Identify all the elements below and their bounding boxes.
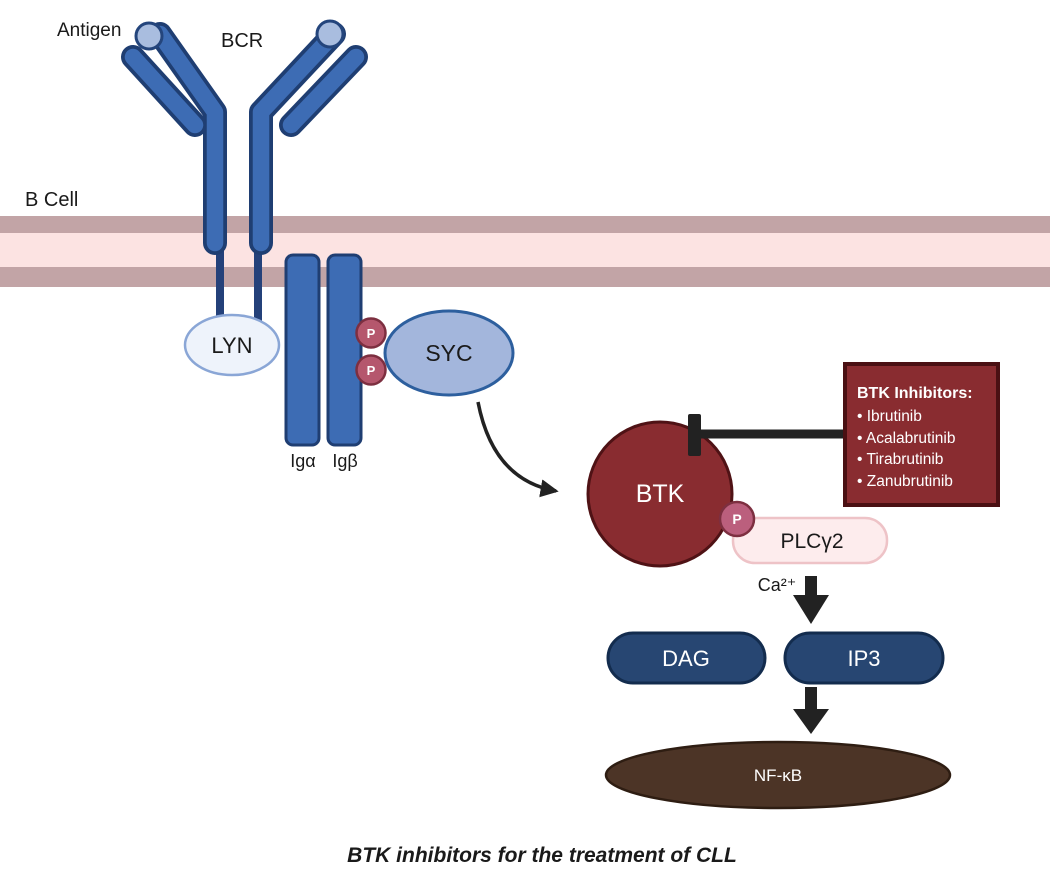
bcr-label: BCR <box>221 30 263 52</box>
btk-inhibitors-text: BTK Inhibitors: • Ibrutinib • Acalabruti… <box>857 385 973 490</box>
ip3-node <box>783 631 945 685</box>
nfkb-node <box>604 740 952 810</box>
inhibitor-item-2: • Acalabrutinib <box>857 430 956 447</box>
lyn-label: LYN <box>211 333 252 358</box>
ig-alpha-label: Igα <box>290 451 315 471</box>
b-cell-label: B Cell <box>25 189 78 211</box>
antigen-icon-right <box>315 19 345 49</box>
phospho-icon-1 <box>355 317 387 349</box>
phospho-label-2: P <box>367 363 376 378</box>
phospho-icon-btk <box>718 500 756 538</box>
bcr-antibody-icon <box>121 22 368 255</box>
dag-label: DAG <box>662 646 710 671</box>
cell-membrane <box>0 216 1050 287</box>
bcr-intracellular-stems <box>216 244 262 324</box>
antigen-label: Antigen <box>57 20 121 41</box>
antigen-icons <box>134 19 345 51</box>
ip3-to-nfkb-arrow <box>793 687 829 734</box>
phospho-sites-igb <box>355 317 387 386</box>
ig-beta-bar <box>326 253 363 447</box>
phospho-label-1: P <box>367 326 376 341</box>
membrane-core <box>0 233 1050 267</box>
syc-to-btk-arrow <box>476 401 559 498</box>
dag-node <box>606 631 767 685</box>
membrane-inner-leaflet <box>0 267 1050 287</box>
ig-beta-label: Igβ <box>332 451 357 471</box>
inhibitor-item-1: • Ibrutinib <box>857 408 922 425</box>
btk-label: BTK <box>636 480 685 508</box>
ig-alpha-bar <box>284 253 321 447</box>
lyn-node <box>183 313 281 377</box>
inhibition-tbar <box>688 414 846 456</box>
inhibitor-item-4: • Zanubrutinib <box>857 473 953 490</box>
syc-node <box>383 309 515 397</box>
syc-label: SYC <box>425 340 472 366</box>
plc-to-messengers-arrow <box>793 576 829 624</box>
ip3-label: IP3 <box>847 646 880 671</box>
membrane-outer-leaflet-top <box>0 216 1050 233</box>
phospho-icon-2 <box>355 354 387 386</box>
btk-node <box>586 420 734 568</box>
figure-caption: BTK inhibitors for the treatment of CLL <box>347 844 737 867</box>
antigen-icon-left <box>134 21 164 51</box>
plcg2-label: PLCγ2 <box>780 530 843 553</box>
nfkb-label: NF-κB <box>754 766 802 785</box>
calcium-label: Ca²⁺ <box>758 575 797 595</box>
plcg2-node <box>731 516 889 565</box>
inhibitors-box-title: BTK Inhibitors: <box>857 385 973 402</box>
phospho-label-btk: P <box>732 511 741 527</box>
inhibitor-item-3: • Tirabrutinib <box>857 451 943 468</box>
btk-inhibitors-box <box>843 362 1000 507</box>
